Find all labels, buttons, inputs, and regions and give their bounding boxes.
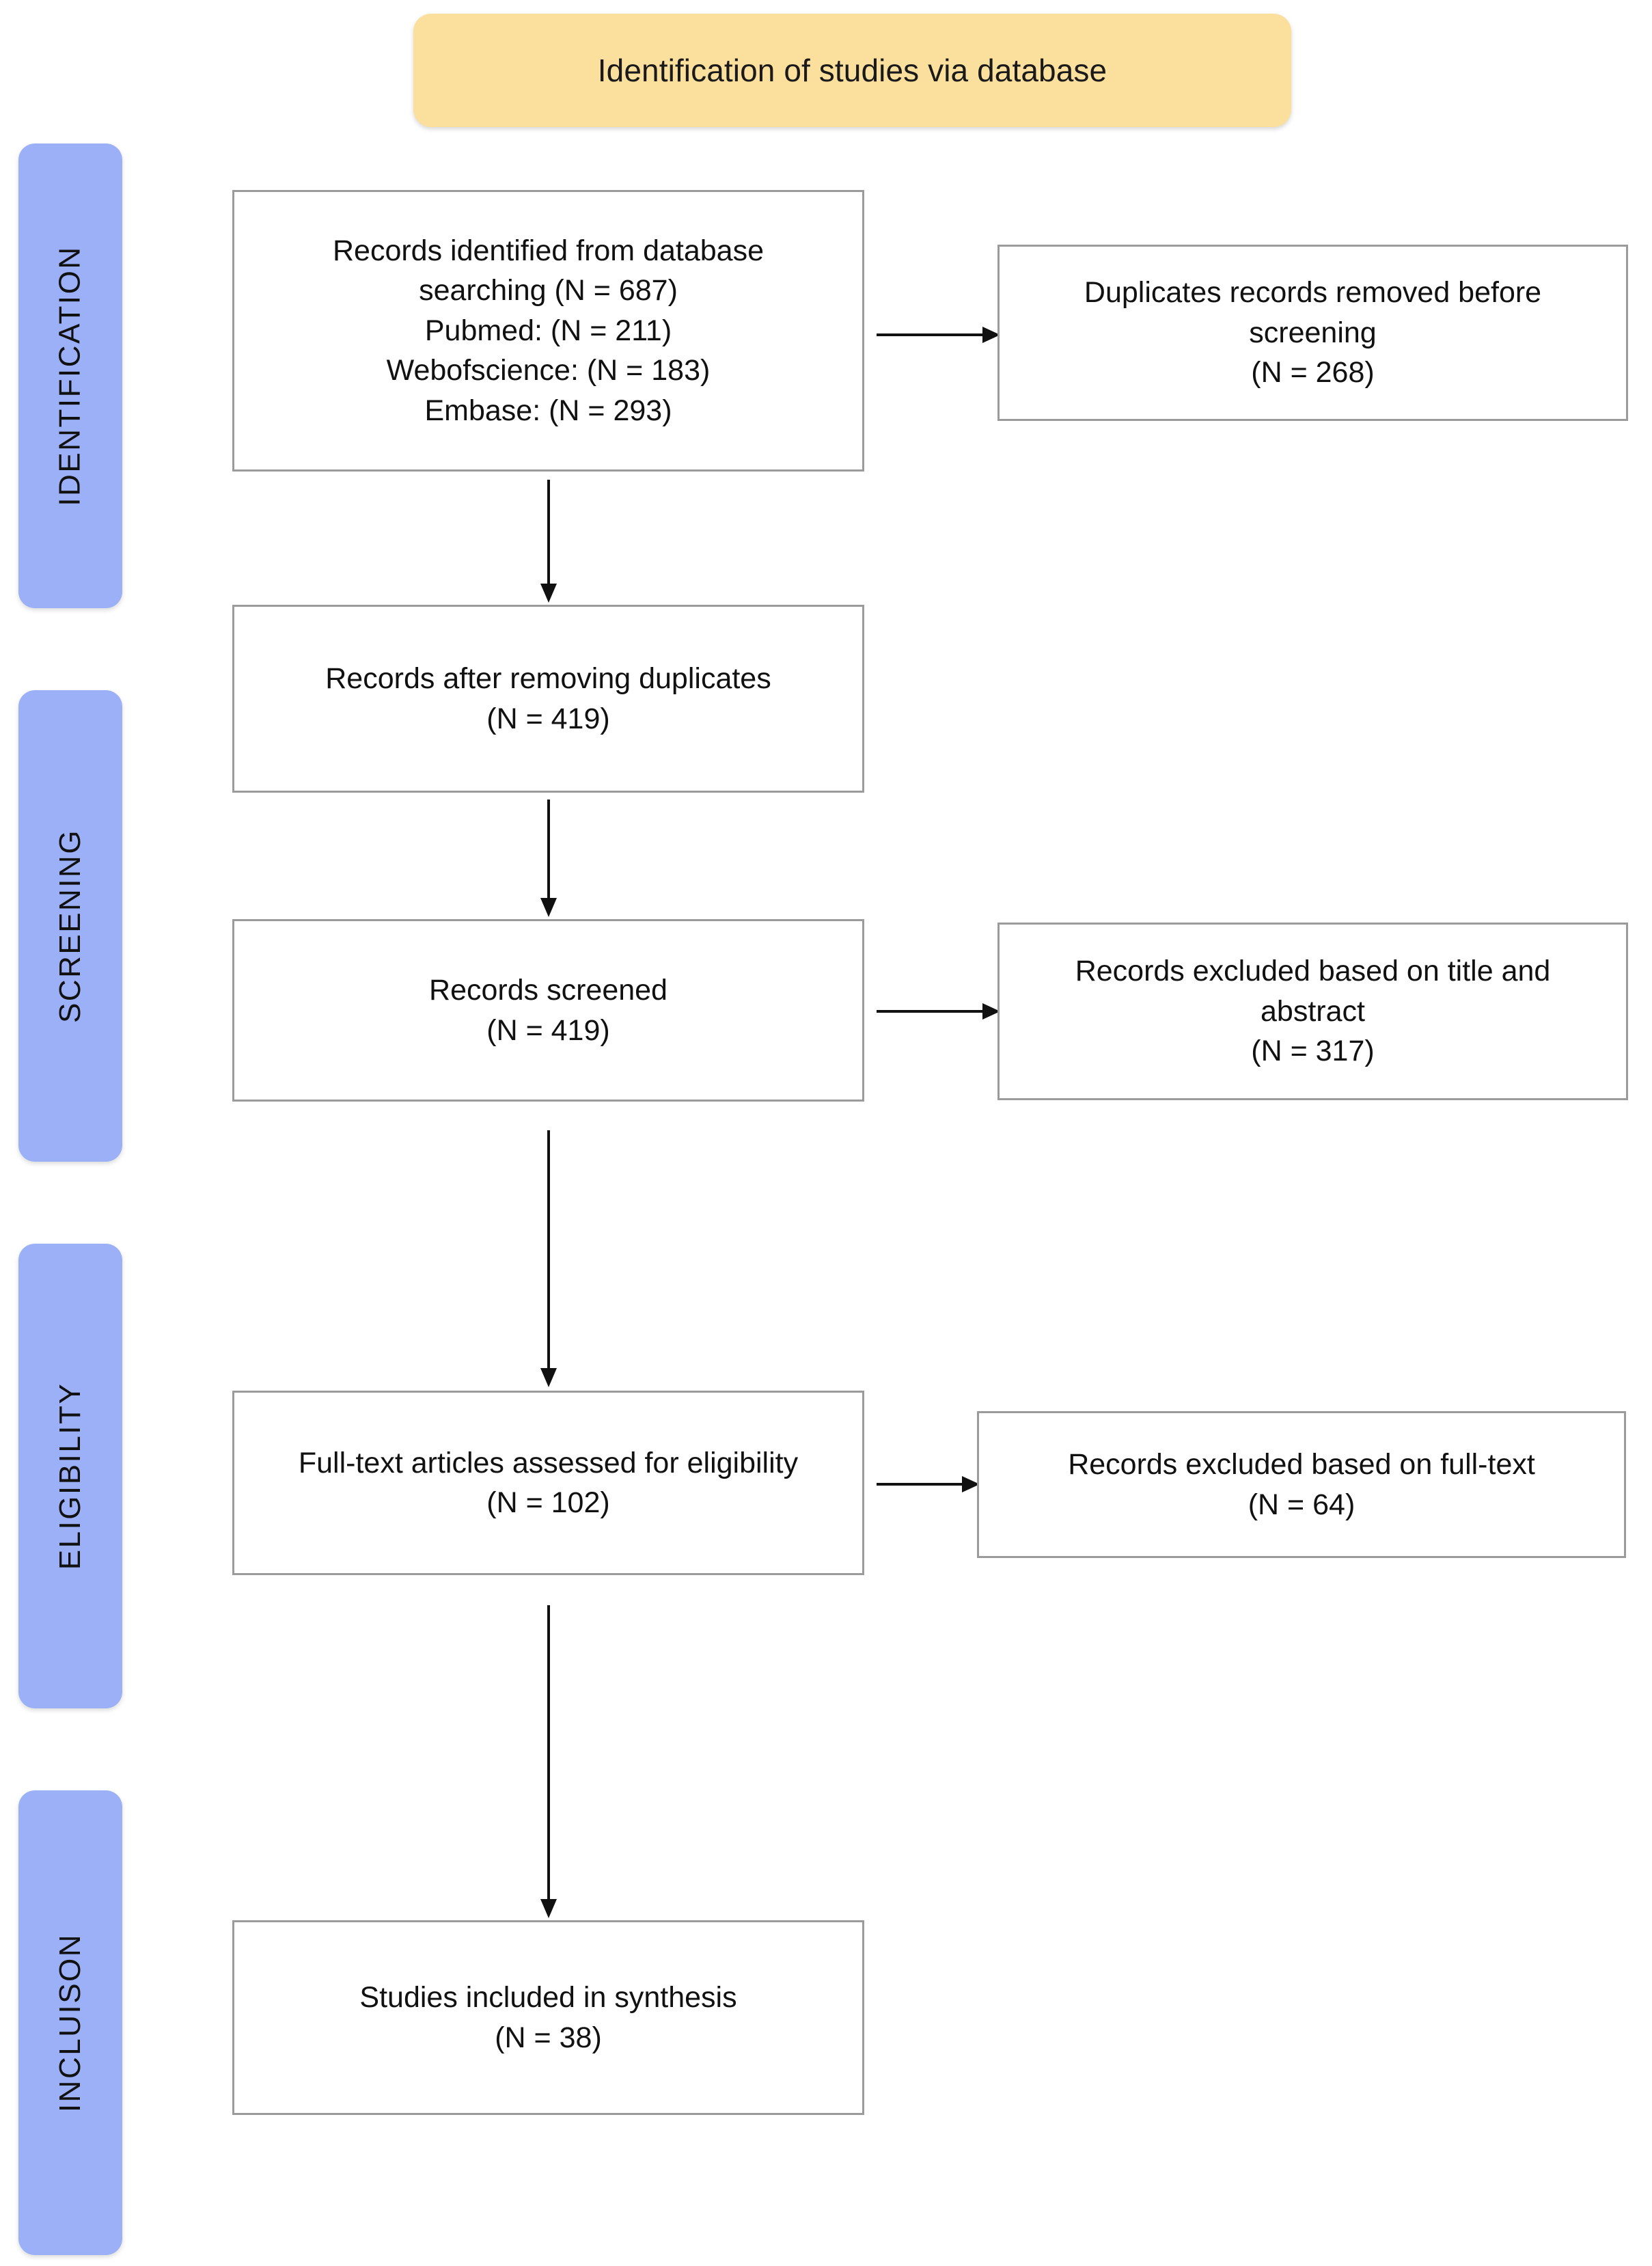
box-studies-included: Studies included in synthesis (N = 38) (232, 1920, 864, 2115)
box-duplicates-removed: Duplicates records removed before screen… (997, 245, 1628, 421)
stage-bar-identification: IDENTIFICATION (18, 144, 122, 608)
header-banner: Identification of studies via database (413, 14, 1291, 127)
box-studies-included-text: Studies included in synthesis (N = 38) (359, 1981, 737, 2054)
stage-bar-screening: SCREENING (18, 690, 122, 1162)
arrow-after-duplicates-to-screened (540, 800, 557, 917)
arrow-identified-to-after-duplicates (540, 480, 557, 603)
stage-label-eligibility: ELIGIBILITY (53, 1382, 87, 1570)
box-fulltext-assessed: Full-text articles assessed for eligibil… (232, 1391, 864, 1575)
box-records-identified: Records identified from database searchi… (232, 190, 864, 472)
arrow-identified-to-duplicates (877, 327, 1000, 343)
stage-label-inclusion: INCLUISON (53, 1933, 87, 2113)
box-records-screened: Records screened (N = 419) (232, 919, 864, 1102)
stage-label-identification: IDENTIFICATION (53, 245, 87, 506)
stage-bar-eligibility: ELIGIBILITY (18, 1244, 122, 1708)
box-excluded-title-abstract: Records excluded based on title and abst… (997, 923, 1628, 1100)
box-records-after-duplicates-text: Records after removing duplicates (N = 4… (325, 662, 771, 735)
box-excluded-fulltext: Records excluded based on full-text (N =… (977, 1411, 1626, 1558)
arrow-screened-to-fulltext (540, 1130, 557, 1387)
box-records-identified-text: Records identified from database searchi… (332, 234, 765, 427)
box-excluded-title-abstract-text: Records excluded based on title and abst… (1075, 955, 1551, 1068)
header-banner-label: Identification of studies via database (597, 53, 1107, 88)
box-records-screened-text: Records screened (N = 419) (429, 974, 667, 1047)
box-excluded-fulltext-text: Records excluded based on full-text (N =… (1068, 1448, 1535, 1521)
arrow-fulltext-to-included (540, 1605, 557, 1918)
box-records-after-duplicates: Records after removing duplicates (N = 4… (232, 605, 864, 793)
box-duplicates-removed-text: Duplicates records removed before screen… (1084, 276, 1542, 390)
stage-bar-inclusion: INCLUISON (18, 1790, 122, 2255)
box-fulltext-assessed-text: Full-text articles assessed for eligibil… (298, 1446, 799, 1519)
stage-label-screening: SCREENING (53, 828, 87, 1024)
arrow-fulltext-to-excluded-fulltext (877, 1476, 980, 1492)
arrow-screened-to-excluded-title (877, 1003, 1000, 1020)
